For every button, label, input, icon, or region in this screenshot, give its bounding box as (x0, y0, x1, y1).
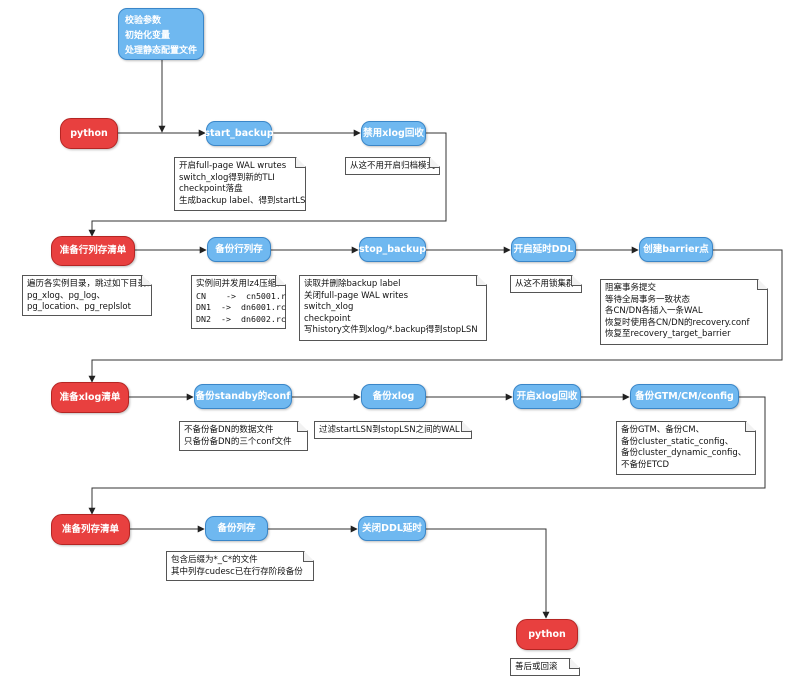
note-line: 阻塞事务提交 (605, 283, 657, 293)
disable-xlog-recycle-node[interactable]: 禁用xlog回收 (361, 121, 426, 146)
python-end-node[interactable]: python (516, 619, 578, 650)
note-line: 恢复时使用各CN/DN的recovery.conf (605, 317, 750, 328)
prepare-xlog-list-label: 准备xlog清单 (59, 391, 121, 403)
init-line-2: 初始化变量 (125, 31, 171, 41)
note-line: 备份cluster_static_config、 (621, 436, 734, 447)
note-line: DN1 -> dn6001.rch (196, 302, 291, 312)
note-line: 生成backup label、得到startLSN (179, 195, 312, 206)
backup-gtm-cm-config-node[interactable]: 备份GTM/CM/config (630, 384, 739, 409)
note-line: 备份GTM、备份CM、 (621, 425, 705, 435)
create-barrier-label: 创建barrier点 (643, 243, 709, 255)
note-line: 其中列存cudesc已在行存阶段备份 (171, 566, 303, 577)
create-barrier-node[interactable]: 创建barrier点 (639, 237, 713, 262)
note-prepare-rowstore-list: 遍历各实例目录，跳过如下目录： pg_xlog、pg_log、 pg_locat… (22, 275, 152, 316)
note-backup-rowstore: 实例间并发用lz4压缩： CN -> cn5001.rch DN1 -> dn6… (191, 275, 286, 329)
note-line: 善后或回滚 (515, 662, 558, 672)
note-line: 包含后缀为*_C*的文件 (171, 555, 258, 565)
note-start-backup: 开启full-page WAL wrutes switch_xlog得到新的TL… (174, 157, 306, 211)
note-line: 从这不用锁集群 (515, 279, 575, 289)
note-disable-xlog-recycle: 从这不用开启归档模式 (345, 157, 440, 175)
note-line: 等待全局事务一致状态 (605, 294, 691, 305)
note-line: 实例间并发用lz4压缩： (196, 279, 285, 289)
note-line: 读取并删除backup label (304, 279, 401, 289)
note-line: DN2 -> dn6002.rch (196, 313, 291, 324)
backup-colstore-label: 备份列存 (217, 522, 256, 534)
backup-standby-conf-node[interactable]: 备份standby的conf (194, 384, 292, 409)
close-delay-ddl-node[interactable]: 关闭DDL延时 (358, 516, 426, 541)
init-line-1: 校验参数 (125, 16, 162, 26)
note-line: 不备份ETCD (621, 459, 670, 470)
python-end-label: python (528, 628, 566, 640)
stop-backup-node[interactable]: stop_backup (359, 237, 426, 262)
note-line: switch_xlog (304, 302, 354, 312)
note-line: 只备份备DN的三个conf文件 (184, 436, 292, 447)
start-backup-label: start_backup (204, 127, 274, 139)
note-line: checkpoint (304, 313, 351, 324)
note-line: switch_xlog得到新的TLI (179, 172, 275, 183)
note-line: pg_xlog、pg_log、 (27, 290, 106, 301)
note-backup-colstore: 包含后缀为*_C*的文件 其中列存cudesc已在行存阶段备份 (166, 551, 314, 581)
prepare-colstore-list-label: 准备列存清单 (61, 523, 119, 535)
backup-rowstore-label: 备份行列存 (215, 243, 263, 255)
stop-backup-label: stop_backup (359, 243, 426, 255)
note-python-end: 善后或回滚 (510, 658, 580, 676)
note-line: 过滤startLSN到stopLSN之间的WAL (319, 425, 460, 435)
note-create-barrier: 阻塞事务提交 等待全局事务一致状态 各CN/DN各插入一条WAL 恢复时使用各C… (600, 279, 768, 345)
enable-xlog-recycle-label: 开启xlog回收 (516, 390, 578, 402)
note-backup-gtm-cm-config: 备份GTM、备份CM、 备份cluster_static_config、 备份c… (616, 421, 756, 475)
note-line: 从这不用开启归档模式 (350, 161, 436, 171)
prepare-rowstore-list-label: 准备行列存清单 (59, 245, 127, 257)
note-line: 备份cluster_dynamic_config、 (621, 448, 747, 458)
note-line: 关闭full-page WAL writes (304, 290, 409, 301)
backup-colstore-node[interactable]: 备份列存 (205, 516, 268, 541)
prepare-colstore-list-node[interactable]: 准备列存清单 (51, 514, 130, 545)
python-start-node[interactable]: python (60, 118, 118, 149)
python-start-label: python (70, 127, 108, 139)
note-backup-xlog: 过滤startLSN到stopLSN之间的WAL (314, 421, 472, 439)
note-line: 遍历各实例目录，跳过如下目录： (27, 279, 155, 289)
note-line: 各CN/DN各插入一条WAL (605, 306, 703, 316)
backup-xlog-label: 备份xlog (372, 390, 415, 402)
edge-row2-to-row3 (88, 249, 783, 383)
backup-gtm-cm-config-label: 备份GTM/CM/config (635, 390, 734, 402)
backup-standby-conf-label: 备份standby的conf (195, 390, 291, 402)
disable-xlog-recycle-label: 禁用xlog回收 (363, 127, 424, 139)
note-stop-backup: 读取并删除backup label 关闭full-page WAL writes… (299, 275, 487, 341)
note-line: 不备份备DN的数据文件 (184, 425, 274, 435)
note-line: checkpoint落盘 (179, 184, 243, 194)
init-line-3: 处理静态配置文件 (125, 46, 198, 56)
backup-rowstore-node[interactable]: 备份行列存 (207, 237, 271, 262)
init-step[interactable]: 校验参数 初始化变量 处理静态配置文件 (118, 8, 204, 60)
edge-close-ddl-to-python-end (425, 528, 550, 619)
note-line: CN -> cn5001.rch (196, 290, 296, 301)
edge-row1-to-row2 (88, 132, 447, 237)
note-enable-delay-ddl: 从这不用锁集群 (510, 275, 582, 293)
enable-delay-ddl-node[interactable]: 开启延时DDL (511, 237, 576, 262)
backup-xlog-node[interactable]: 备份xlog (361, 384, 426, 409)
prepare-rowstore-list-node[interactable]: 准备行列存清单 (51, 236, 135, 266)
note-line: 写history文件到xlog/*.backup得到stopLSN (304, 325, 478, 335)
note-line: pg_location、pg_replslot (27, 302, 131, 312)
note-line: 开启full-page WAL wrutes (179, 161, 287, 171)
note-backup-standby-conf: 不备份备DN的数据文件 只备份备DN的三个conf文件 (179, 421, 308, 451)
enable-xlog-recycle-node[interactable]: 开启xlog回收 (513, 384, 581, 409)
enable-delay-ddl-label: 开启延时DDL (513, 243, 574, 255)
prepare-xlog-list-node[interactable]: 准备xlog清单 (51, 382, 129, 413)
close-delay-ddl-label: 关闭DDL延时 (362, 522, 422, 534)
start-backup-node[interactable]: start_backup (204, 121, 274, 146)
note-line: 恢复至recovery_target_barrier (605, 329, 731, 339)
edge-row3-to-row4 (88, 396, 766, 515)
